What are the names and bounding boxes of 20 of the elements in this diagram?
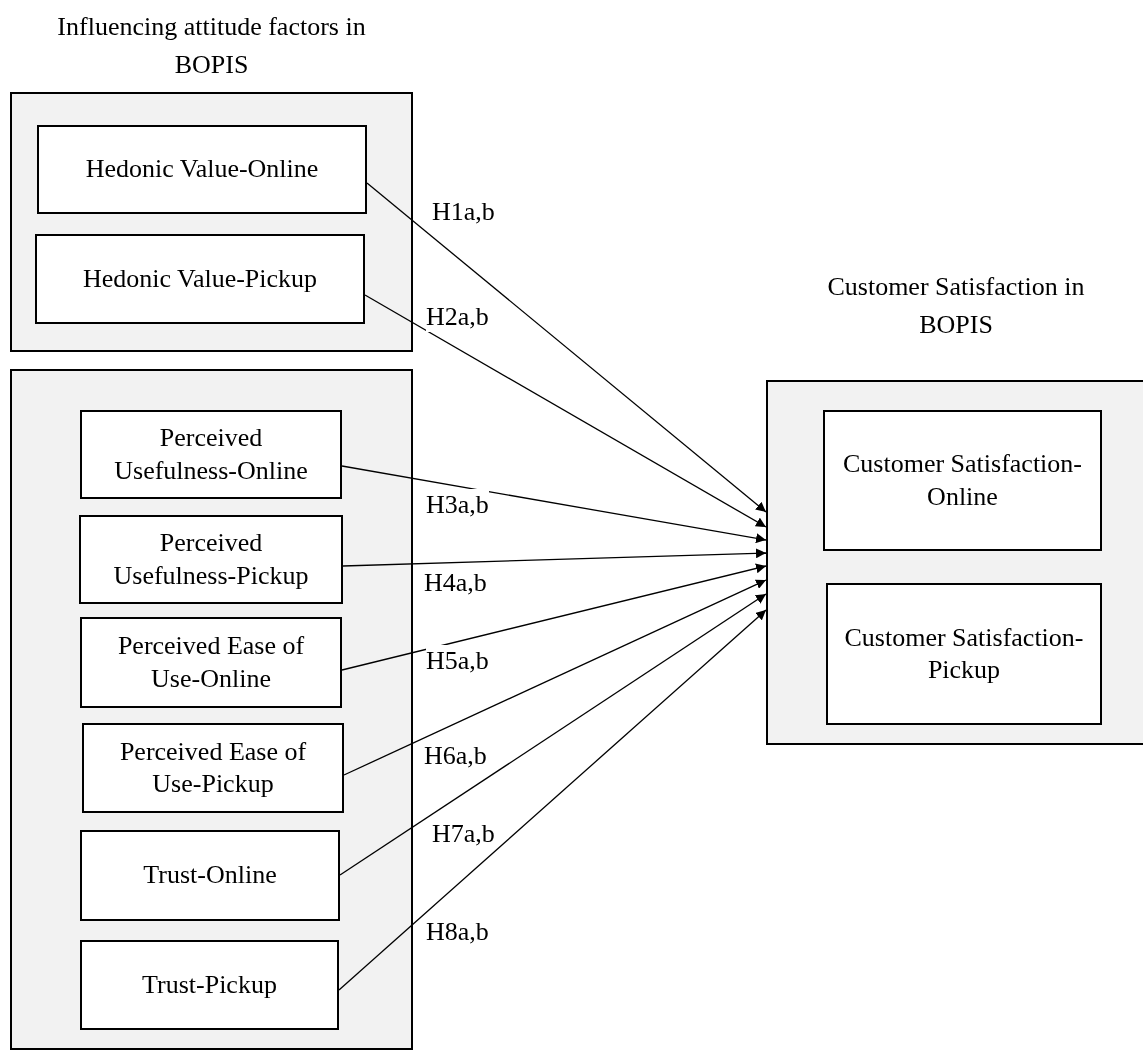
arrow — [364, 294, 767, 528]
arrow — [366, 182, 767, 513]
construct-box: Hedonic Value-Online — [37, 125, 367, 214]
construct-box: Customer Satisfaction-Pickup — [826, 583, 1102, 725]
construct-box: Hedonic Value-Pickup — [35, 234, 365, 324]
arrow — [341, 563, 767, 671]
arrow — [338, 609, 767, 991]
arrow — [341, 465, 767, 544]
construct-box: Perceived Ease of Use-Pickup — [82, 723, 344, 813]
arrow — [339, 593, 767, 876]
group-heading: Influencing attitude factors in BOPIS — [56, 11, 367, 81]
construct-box: Trust-Pickup — [80, 940, 339, 1030]
construct-box: Perceived Usefulness-Pickup — [79, 515, 343, 604]
construct-box: Trust-Online — [80, 830, 340, 921]
arrow — [342, 548, 767, 567]
construct-box: Perceived Ease of Use-Online — [80, 617, 342, 708]
construct-box: Perceived Usefulness-Online — [80, 410, 342, 499]
construct-box: Customer Satisfaction-Online — [823, 410, 1102, 551]
group-heading: Customer Satisfaction in BOPIS — [826, 271, 1086, 341]
arrow — [343, 579, 767, 776]
